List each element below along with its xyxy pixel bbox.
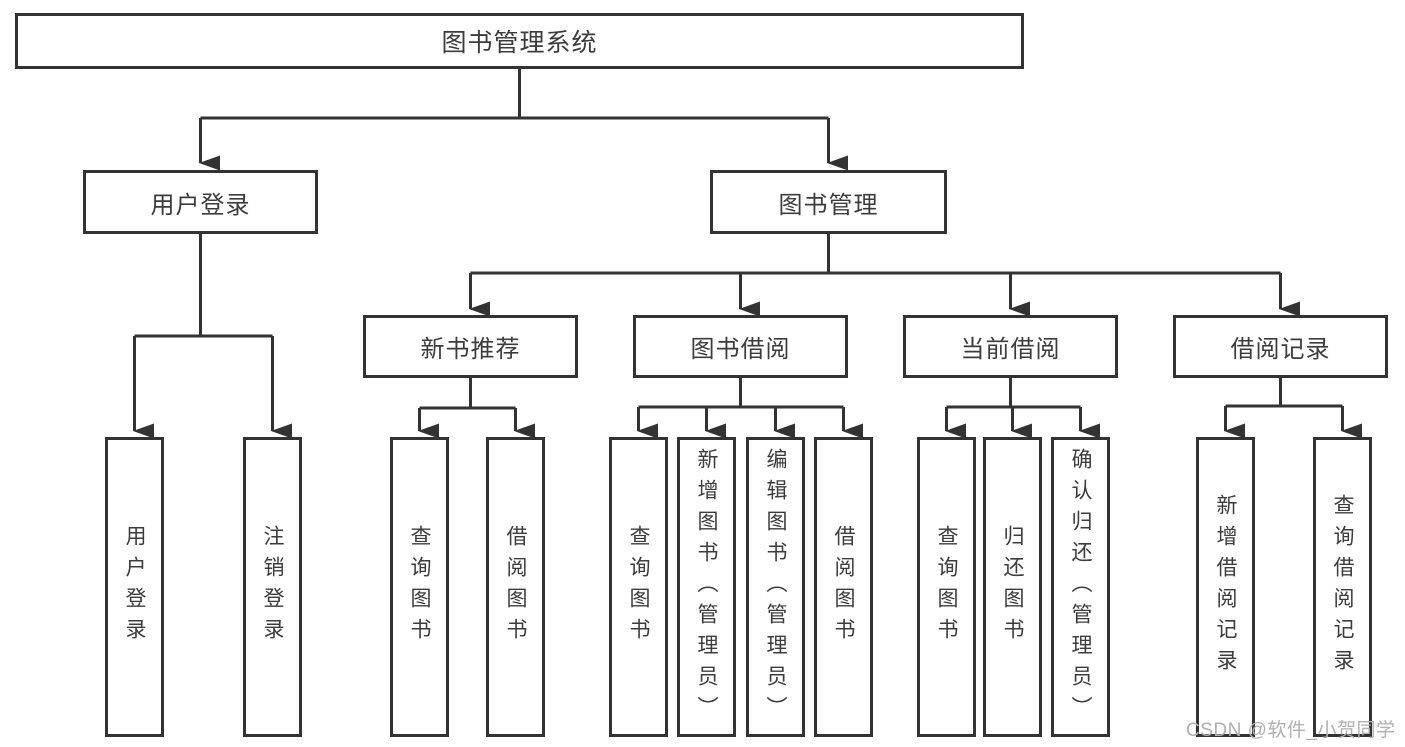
node-user-login: 用户登录: [83, 170, 318, 234]
leaf-confirm-return-admin: 确认归还（管理员）: [1051, 437, 1110, 737]
leaf-return-book: 归还图书: [983, 437, 1042, 737]
connector-lines: [134, 69, 1343, 410]
leaf-borrow-book-2-label: 借阅图书: [832, 525, 855, 649]
node-current-borrow: 当前借阅: [903, 315, 1118, 378]
leaf-borrow-book-1: 借阅图书: [486, 437, 545, 737]
node-user-login-label: 用户登录: [150, 191, 251, 219]
node-borrow-record: 借阅记录: [1173, 315, 1388, 378]
leaf-query-book-2: 查询图书: [609, 437, 668, 737]
node-borrow-record-label: 借阅记录: [1230, 336, 1331, 363]
leaf-edit-book-admin-label: 编辑图书（管理员）: [764, 447, 787, 727]
arrow-group: [133, 118, 1362, 439]
leaf-query-borrow-record-label: 查询借阅记录: [1331, 494, 1354, 680]
leaf-return-book-label: 归还图书: [1001, 525, 1024, 649]
leaf-edit-book-admin: 编辑图书（管理员）: [746, 437, 805, 737]
leaf-confirm-return-admin-label: 确认归还（管理员）: [1069, 447, 1092, 727]
leaf-query-book-1-label: 查询图书: [408, 525, 431, 649]
leaf-query-book-1: 查询图书: [390, 437, 449, 737]
leaf-add-borrow-record: 新增借阅记录: [1196, 437, 1255, 737]
leaf-query-book-3: 查询图书: [917, 437, 976, 737]
leaf-user-login: 用户登录: [105, 437, 164, 737]
node-book-borrow: 图书借阅: [633, 315, 848, 378]
leaf-add-borrow-record-label: 新增借阅记录: [1214, 494, 1237, 680]
node-new-book-recommend-label: 新书推荐: [420, 336, 521, 363]
node-book-management: 图书管理: [710, 170, 947, 234]
leaf-add-book-admin: 新增图书（管理员）: [677, 437, 736, 737]
csdn-watermark: CSDN @软件_小贺同学: [1186, 720, 1396, 741]
node-root-label: 图书管理系统: [441, 29, 598, 57]
leaf-borrow-book-1-label: 借阅图书: [504, 525, 527, 649]
leaf-query-borrow-record: 查询借阅记录: [1313, 437, 1372, 737]
node-book-management-label: 图书管理: [778, 191, 879, 219]
node-book-borrow-label: 图书借阅: [690, 336, 791, 363]
leaf-query-book-3-label: 查询图书: [935, 525, 958, 649]
leaf-query-book-2-label: 查询图书: [627, 525, 650, 649]
leaf-user-login-label: 用户登录: [123, 525, 146, 649]
leaf-logout: 注销登录: [243, 437, 302, 737]
node-root: 图书管理系统: [15, 13, 1024, 69]
leaf-add-book-admin-label: 新增图书（管理员）: [695, 447, 718, 727]
node-new-book-recommend: 新书推荐: [363, 315, 578, 378]
leaf-logout-label: 注销登录: [261, 525, 284, 649]
node-current-borrow-label: 当前借阅: [960, 336, 1061, 363]
leaf-borrow-book-2: 借阅图书: [814, 437, 873, 737]
